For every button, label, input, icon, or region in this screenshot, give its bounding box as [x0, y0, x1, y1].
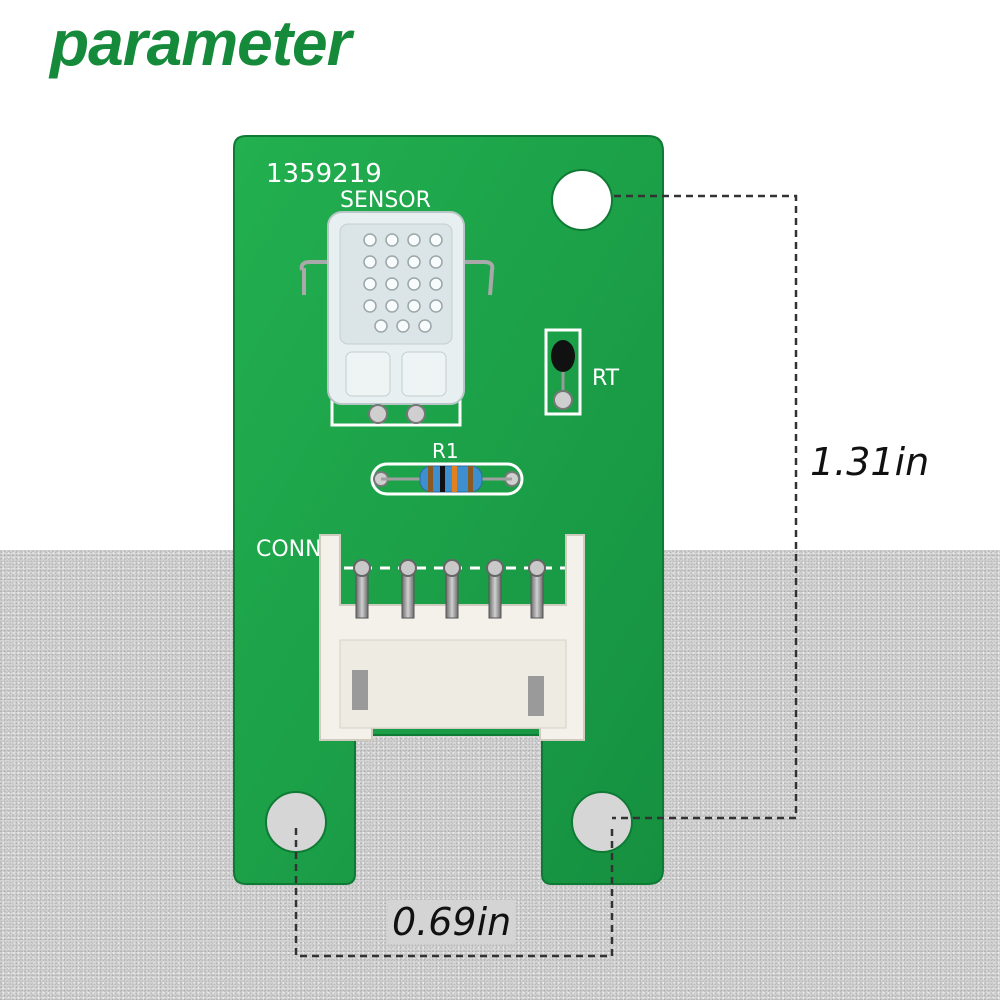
page-title: parameter [50, 7, 351, 79]
width-dimension-line [294, 828, 614, 958]
mounting-hole-top-right [551, 169, 613, 231]
height-dimension-label: 1.31in [806, 440, 934, 484]
sensor-label: SENSOR [340, 188, 431, 213]
connector-label: CONN [256, 537, 322, 562]
thermistor [544, 328, 582, 416]
sensor-silkscreen-outline [330, 390, 462, 427]
resistor-label: R1 [432, 439, 459, 463]
connector-header [319, 534, 585, 741]
part-number-label: 1359219 [266, 159, 382, 189]
height-dimension-line [612, 194, 798, 820]
humidity-sensor [299, 211, 495, 424]
mounting-hole-bottom-right [571, 791, 633, 853]
thermistor-label: RT [592, 366, 620, 391]
width-dimension-label: 0.69in [388, 900, 516, 944]
resistor-r1 [370, 462, 524, 496]
